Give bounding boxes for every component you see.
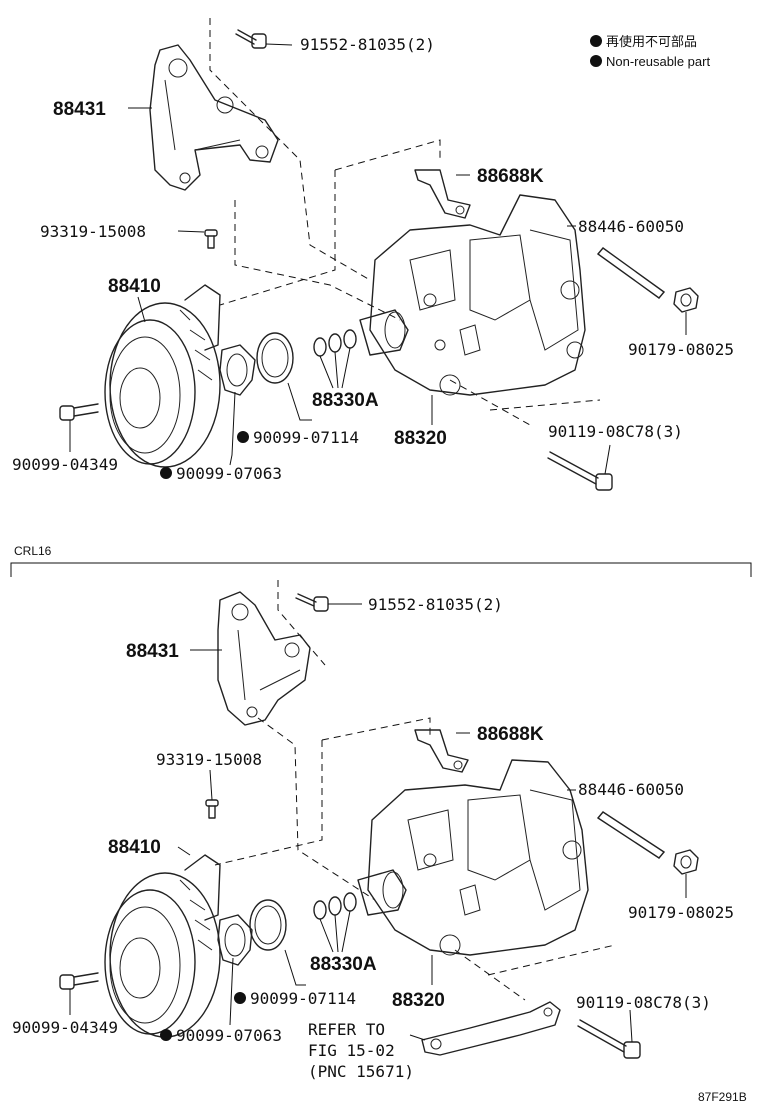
bolt-91552-icon xyxy=(235,29,267,49)
clip-88688K-icon xyxy=(414,729,469,773)
label-90119: 90119-08C78(3) xyxy=(576,993,711,1012)
label-90099-04349: 90099-04349 xyxy=(12,1018,118,1037)
label-88688K: 88688K xyxy=(477,166,544,187)
bolt-90119-icon xyxy=(547,451,613,491)
non-reusable-dot-icon xyxy=(590,55,602,67)
clip-88688K-icon xyxy=(414,169,471,219)
legend: 再使用不可部品 Non-reusable part xyxy=(590,34,710,69)
legend-jp: 再使用不可部品 xyxy=(606,34,697,49)
label-91552: 91552-81035(2) xyxy=(300,35,435,54)
label-88446: 88446-60050 xyxy=(578,217,684,236)
label-88431: 88431 xyxy=(126,641,179,662)
label-93319: 93319-15008 xyxy=(40,222,146,241)
non-reusable-dot-icon xyxy=(160,1029,172,1041)
bolt-90099-04349-icon xyxy=(59,403,99,421)
washer-90099-07063-icon xyxy=(217,914,253,966)
pulley-88410-icon xyxy=(104,284,221,468)
nut-90179-icon xyxy=(673,849,699,875)
stay-bracket-icon xyxy=(421,1001,561,1056)
section-divider: CRL16 xyxy=(10,544,752,577)
refer-line-3: (PNC 15671) xyxy=(308,1062,414,1081)
screw-93319-icon xyxy=(204,229,218,249)
non-reusable-dot-icon xyxy=(237,431,249,443)
label-90179: 90179-08025 xyxy=(628,340,734,359)
bracket-88431-icon xyxy=(217,591,311,726)
non-reusable-dot-icon xyxy=(160,467,172,479)
label-88330A: 88330A xyxy=(312,390,379,411)
stud-88446-icon xyxy=(597,247,665,299)
label-93319: 93319-15008 xyxy=(156,750,262,769)
non-reusable-dot-icon xyxy=(590,35,602,47)
label-90099-04349: 90099-04349 xyxy=(12,455,118,474)
label-88688K: 88688K xyxy=(477,724,544,745)
figure-id: 87F291B xyxy=(698,1090,747,1104)
label-91552: 91552-81035(2) xyxy=(368,595,503,614)
label-88410: 88410 xyxy=(108,276,161,297)
bracket-88431-icon xyxy=(149,44,279,191)
label-88320: 88320 xyxy=(392,990,445,1011)
label-90099-07114: 90099-07114 xyxy=(250,989,356,1008)
bolt-91552-icon xyxy=(295,593,329,612)
snap-ring-90099-07114-icon xyxy=(256,332,294,384)
pulley-88410-icon xyxy=(104,854,221,1038)
bolt-90099-04349-icon xyxy=(59,972,99,990)
label-88320: 88320 xyxy=(394,428,447,449)
label-90099-07114: 90099-07114 xyxy=(253,428,359,447)
screw-93319-icon xyxy=(205,799,219,819)
nut-90179-icon xyxy=(673,287,699,313)
refer-line-1: REFER TO xyxy=(308,1020,385,1039)
compressor-88320-icon xyxy=(359,194,586,396)
diagram-top: 91552-81035(2) 88431 93319-15008 88688K … xyxy=(12,18,734,491)
legend-en: Non-reusable part xyxy=(606,54,710,69)
non-reusable-dot-icon xyxy=(234,992,246,1004)
refer-line-2: FIG 15-02 xyxy=(308,1041,395,1060)
compressor-88320-icon xyxy=(357,759,589,956)
label-90179: 90179-08025 xyxy=(628,903,734,922)
label-90099-07063: 90099-07063 xyxy=(176,464,282,483)
stud-88446-icon xyxy=(597,811,665,859)
diagram-bottom: 91552-81035(2) 88431 93319-15008 88688K … xyxy=(12,580,734,1081)
label-88446: 88446-60050 xyxy=(578,780,684,799)
label-90099-07063: 90099-07063 xyxy=(176,1026,282,1045)
label-88431: 88431 xyxy=(53,99,106,120)
label-88330A: 88330A xyxy=(310,954,377,975)
label-90119: 90119-08C78(3) xyxy=(548,422,683,441)
snap-ring-90099-07114-icon xyxy=(249,899,287,951)
section-label: CRL16 xyxy=(14,544,52,558)
washer-90099-07063-icon xyxy=(219,344,256,396)
label-88410: 88410 xyxy=(108,837,161,858)
